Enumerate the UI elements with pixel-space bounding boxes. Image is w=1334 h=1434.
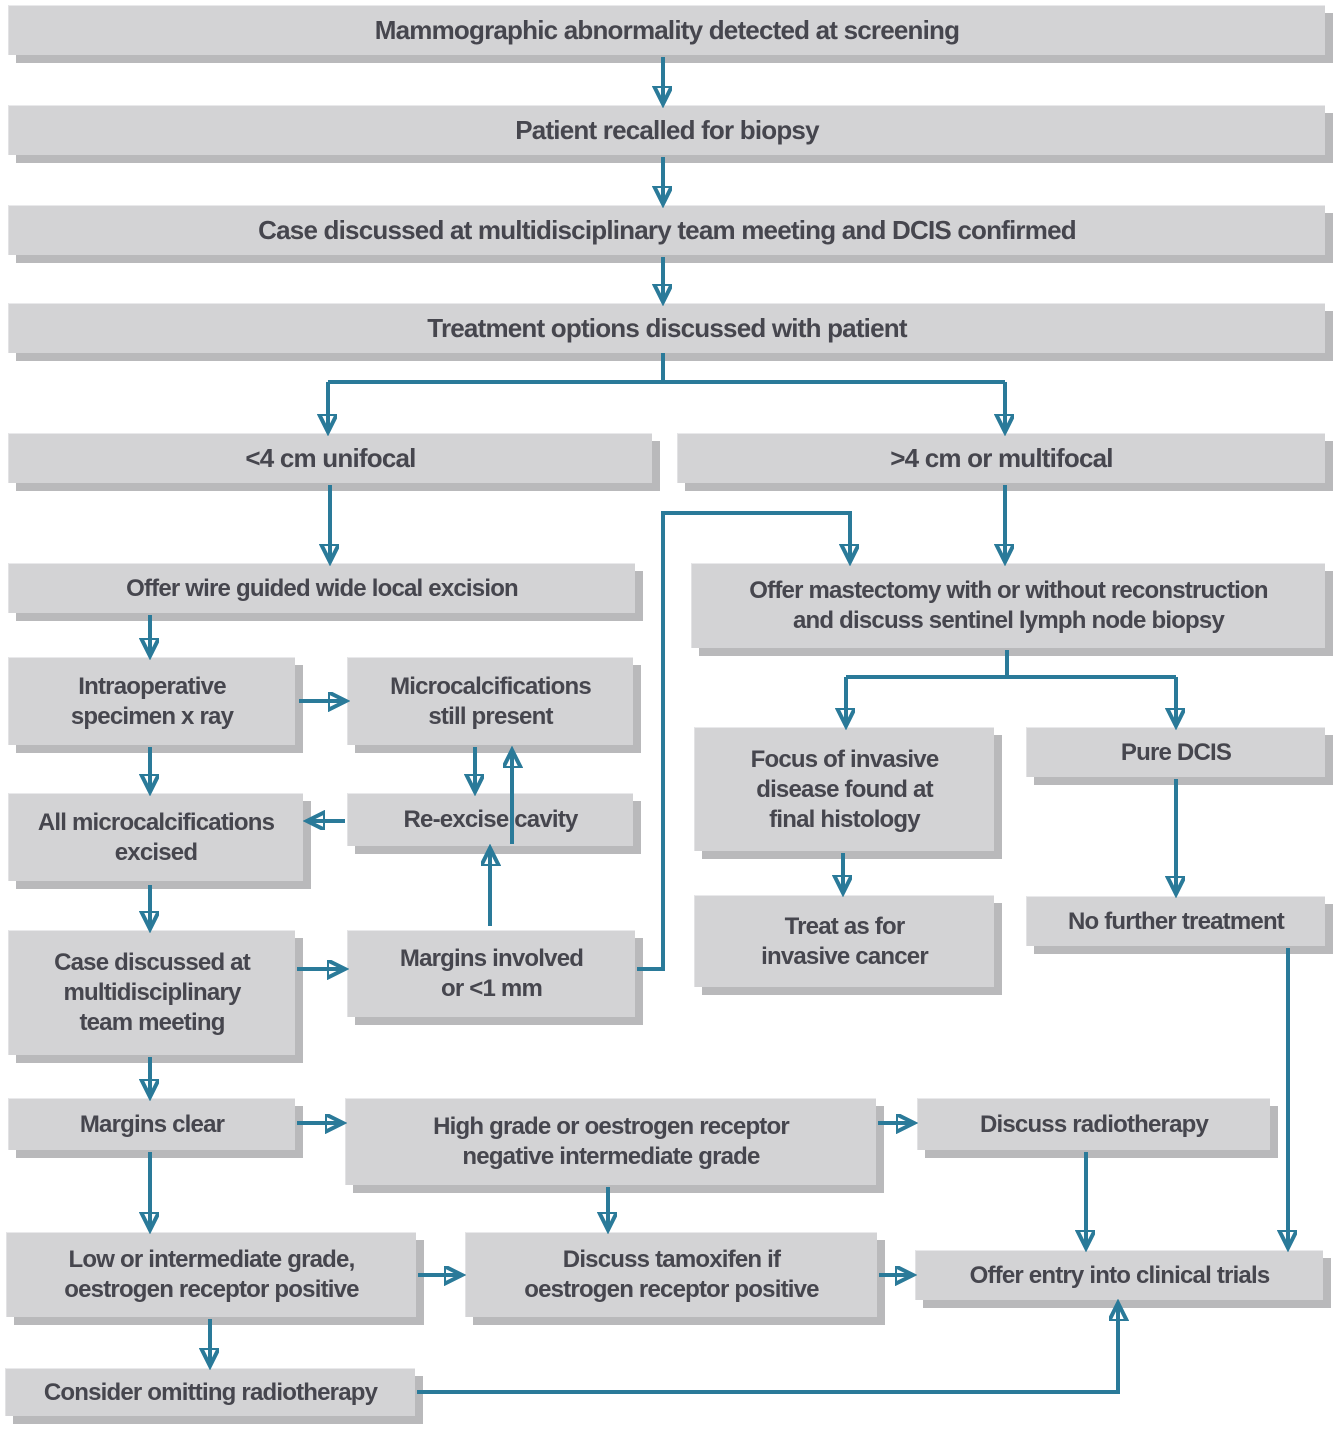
node-options: Treatment options discussed with patient: [8, 303, 1325, 353]
node-microcalc-present: Microcalcifications still present: [347, 657, 633, 745]
node-case-mdt: Case discussed at multidisciplinary team…: [8, 930, 295, 1055]
node-screening: Mammographic abnormality detected at scr…: [8, 5, 1325, 55]
node-re-excise: Re-excise cavity: [347, 793, 633, 846]
node-intraop: Intraoperative specimen x ray: [8, 657, 295, 745]
node-discuss-radio: Discuss radiotherapy: [917, 1098, 1270, 1150]
node-no-further: No further treatment: [1026, 896, 1325, 946]
node-recall: Patient recalled for biopsy: [8, 105, 1325, 155]
node-treat-invasive: Treat as for invasive cancer: [694, 895, 994, 987]
branch-mastectomy-stem: [846, 650, 1176, 679]
node-focus-invasive: Focus of invasive disease found at final…: [694, 727, 994, 851]
arrow-omitradio-to-trials: [417, 1306, 1118, 1394]
node-all-excised: All microcalcifications excised: [8, 793, 303, 881]
node-mastectomy: Offer mastectomy with or without reconst…: [691, 563, 1325, 648]
node-low-grade: Low or intermediate grade, oestrogen rec…: [6, 1232, 416, 1317]
node-multifocal: >4 cm or multifocal: [677, 433, 1325, 483]
node-margins-involved: Margins involved or <1 mm: [347, 930, 635, 1017]
node-wle: Offer wire guided wide local excision: [8, 563, 635, 613]
node-unifocal: <4 cm unifocal: [8, 433, 652, 483]
node-pure-dcis: Pure DCIS: [1026, 727, 1325, 777]
branch-options-stem: [328, 353, 1005, 384]
node-omit-radio: Consider omitting radiotherapy: [5, 1368, 415, 1416]
node-high-grade: High grade or oestrogen receptor negativ…: [345, 1098, 876, 1185]
node-mdt-confirmed: Case discussed at multidisciplinary team…: [8, 205, 1325, 255]
node-tamoxifen: Discuss tamoxifen if oestrogen receptor …: [465, 1232, 877, 1317]
node-margins-clear: Margins clear: [8, 1098, 295, 1150]
node-trials: Offer entry into clinical trials: [915, 1250, 1323, 1300]
